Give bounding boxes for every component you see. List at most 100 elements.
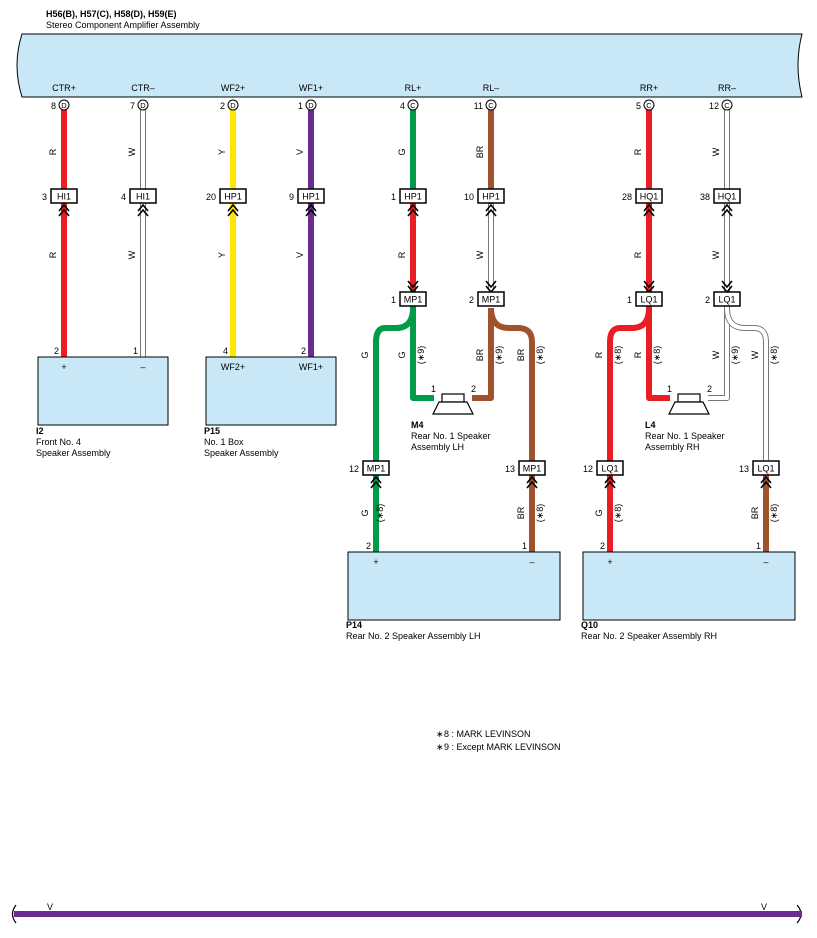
pin-conn-letter: D xyxy=(140,101,146,110)
labels-layer: D8CTR+D7CTR–D2WF2+D1WF1+C4RL+C11RL–C5RR+… xyxy=(36,83,779,641)
q10-speaker-box xyxy=(582,551,796,621)
connector-chevron-up xyxy=(721,208,733,217)
wire-color-label: R xyxy=(48,251,58,258)
inline-connector-box xyxy=(713,291,741,307)
l4-speaker-icon-magnet xyxy=(677,393,701,403)
wires-layer xyxy=(61,110,769,552)
inline-connector-name: MP1 xyxy=(367,464,386,474)
inline-connector-name: LQ1 xyxy=(718,295,735,305)
wire-color-label: R xyxy=(633,251,643,258)
connector-chevron-down xyxy=(643,280,655,289)
inline-connector-name: HI1 xyxy=(57,192,71,202)
pin-number: 4 xyxy=(400,101,405,111)
wire-color-label: G xyxy=(397,148,407,155)
m4-pin-b: 2 xyxy=(471,384,476,394)
pin-circle-1 xyxy=(137,99,149,111)
wire-color-label: BR xyxy=(475,145,485,158)
pin-signal-label: RL+ xyxy=(405,83,422,93)
connector-chevron-up xyxy=(643,203,655,212)
p14-pin-b: 1 xyxy=(522,541,527,551)
pin-signal-label: WF2+ xyxy=(221,83,245,93)
inline-connector-name: MP1 xyxy=(482,295,501,305)
p15-line2: Speaker Assembly xyxy=(204,448,279,458)
q10-pin-b: 1 xyxy=(756,541,761,551)
p14-speaker-box xyxy=(347,551,561,621)
connector-chevron-up xyxy=(370,475,382,484)
wire-color-label: R xyxy=(633,351,643,358)
inline-connector-box xyxy=(399,188,427,204)
pin-conn-letter: C xyxy=(646,101,652,110)
connector-chevron-down xyxy=(485,280,497,289)
p14-code: P14 xyxy=(346,620,362,630)
inline-connector-pin: 1 xyxy=(627,295,632,305)
p14-line1: Rear No. 2 Speaker Assembly LH xyxy=(346,631,481,641)
connector-chevron-up xyxy=(760,480,772,489)
connector-chevron-up xyxy=(526,475,538,484)
pin-signal-label: CTR– xyxy=(131,83,155,93)
pin-number: 1 xyxy=(298,101,303,111)
note-except-mark-levinson: 9 : Except MARK LEVINSON xyxy=(444,742,561,752)
pin-conn-letter: C xyxy=(488,101,494,110)
i2-term-b: – xyxy=(140,362,145,372)
inline-connector-box xyxy=(399,291,427,307)
inline-connector-box xyxy=(596,460,624,476)
pin-circle-3 xyxy=(305,99,317,111)
note-marker-8: ∗ xyxy=(436,729,444,739)
pin-number: 12 xyxy=(709,101,719,111)
connectors-layer xyxy=(37,99,796,621)
wire-color-label: BR xyxy=(516,348,526,361)
pin-number: 2 xyxy=(220,101,225,111)
pin-conn-letter: D xyxy=(230,101,236,110)
wire-color-label: W xyxy=(711,350,721,359)
wire-note-label: (∗8) xyxy=(769,504,779,523)
i2-line1: Front No. 4 xyxy=(36,437,81,447)
p15-speaker-box xyxy=(205,356,337,426)
wire-note-label: (∗8) xyxy=(535,504,545,523)
inline-connector-pin: 1 xyxy=(391,192,396,202)
inline-connector-name: HP1 xyxy=(302,192,320,202)
pin-signal-label: RL– xyxy=(483,83,500,93)
inline-connector-box xyxy=(50,188,78,204)
pin-circle-7 xyxy=(721,99,733,111)
inline-connector-pin: 2 xyxy=(469,295,474,305)
connector-chevron-up xyxy=(643,208,655,217)
pin-conn-letter: D xyxy=(61,101,67,110)
bottom-wire-label-right: V xyxy=(761,902,767,912)
i2-term-a: + xyxy=(61,362,66,372)
wire-note-label: (∗9) xyxy=(416,346,426,365)
p15-pin-a: 4 xyxy=(223,346,228,356)
wire-color-label: V xyxy=(295,252,305,258)
inline-connector-name: LQ1 xyxy=(640,295,657,305)
connector-chevron-up xyxy=(604,480,616,489)
p15-pin-b: 2 xyxy=(301,346,306,356)
inline-connector-name: HQ1 xyxy=(718,192,737,202)
wire-note-label: (∗9) xyxy=(730,346,740,365)
pin-signal-label: RR+ xyxy=(640,83,658,93)
inline-connector-box xyxy=(219,188,247,204)
m4-line2: Assembly LH xyxy=(411,442,464,452)
inline-connector-box xyxy=(635,291,663,307)
wire-rl-minus-to-m4 xyxy=(472,308,494,401)
bottom-violet-wire xyxy=(14,911,802,917)
wire-color-label: Y xyxy=(217,252,227,258)
q10-code: Q10 xyxy=(581,620,598,630)
pin-circle-0 xyxy=(58,99,70,111)
inline-connector-box xyxy=(635,188,663,204)
q10-term-b: – xyxy=(763,557,768,567)
inline-connector-pin: 3 xyxy=(42,192,47,202)
inline-connector-name: HI1 xyxy=(136,192,150,202)
wire-note-label: (∗8) xyxy=(652,346,662,365)
note-marker-9: ∗ xyxy=(436,742,444,752)
wire-color-label: R xyxy=(397,251,407,258)
inline-connector-pin: 1 xyxy=(391,295,396,305)
inline-connector-name: HP1 xyxy=(224,192,242,202)
wire-rr-minus-to-q10 xyxy=(725,307,768,460)
inline-connector-box xyxy=(297,188,325,204)
wire-rl-minus-to-p14 xyxy=(488,307,535,552)
wire-color-label: R xyxy=(48,148,58,155)
inline-connector-name: LQ1 xyxy=(757,464,774,474)
connector-chevron-up xyxy=(604,475,616,484)
wire-note-label: (∗8) xyxy=(769,346,779,365)
i2-line2: Speaker Assembly xyxy=(36,448,111,458)
